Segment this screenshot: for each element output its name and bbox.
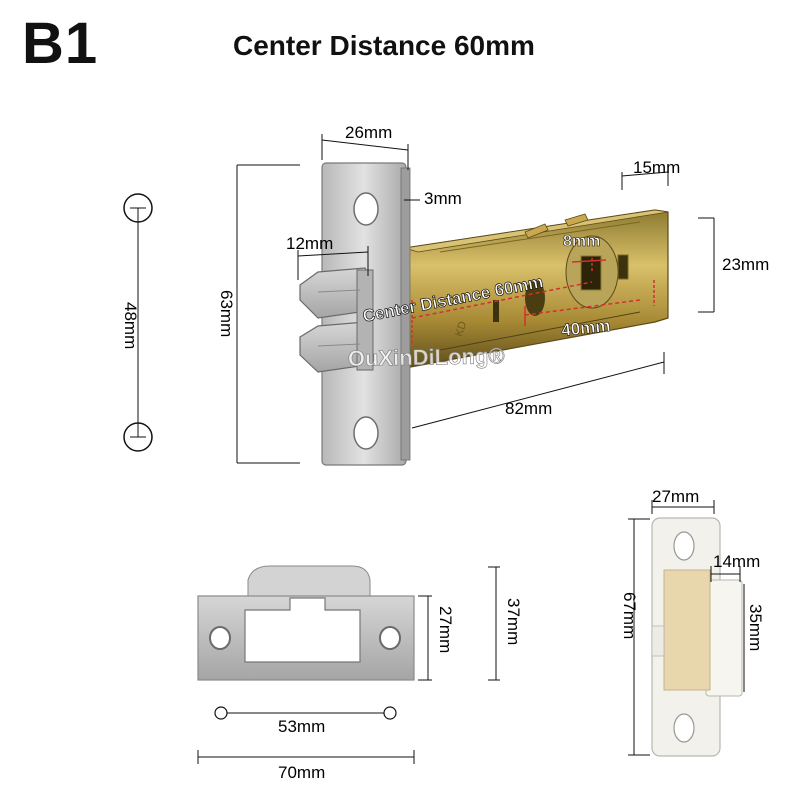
strike-box-bottom-hole xyxy=(673,713,695,743)
strike-plate-width-dimensions: 53mm 70mm xyxy=(197,706,415,782)
spindle-hole xyxy=(565,235,619,309)
dim-strike-length: 70mm xyxy=(278,763,325,782)
strike-box-dimensions: 27mm 67mm 14mm 35mm xyxy=(620,487,765,756)
dim-strike-box-height: 67mm xyxy=(620,592,639,639)
strike-plate-right-hole xyxy=(379,626,401,650)
strike-plate-left-hole xyxy=(209,626,231,650)
body-length-dimension: 82mm xyxy=(411,352,665,429)
latch-body: KD xyxy=(404,209,669,369)
dim-plate-thickness: 3mm xyxy=(424,189,462,208)
dim-strike-box-body-height: 35mm xyxy=(746,604,765,651)
latch-width-dimension: 12mm xyxy=(286,234,369,280)
strike-plate xyxy=(197,565,415,681)
strike-box xyxy=(651,517,743,757)
plate-width-dimension: 26mm xyxy=(321,123,409,170)
latch-tongue xyxy=(299,267,374,373)
dim-40: 40mm xyxy=(560,316,611,340)
model-code: B1 xyxy=(22,11,99,76)
dim-strike-outer-height: 37mm xyxy=(504,598,523,645)
body-height-dimension: 23mm xyxy=(698,217,769,313)
dim-latch: 12mm xyxy=(286,234,333,253)
dim-strike-box-depth: 14mm xyxy=(713,552,760,571)
dim-strike-inner-height: 27mm xyxy=(436,606,455,653)
dim-tail: 15mm xyxy=(633,158,680,177)
dim-plate-width: 26mm xyxy=(345,123,392,142)
hole-spacing-reference: 48mm xyxy=(121,193,153,452)
brand-stamp: KD xyxy=(453,320,469,338)
center-distance-markers xyxy=(411,258,655,345)
faceplate-top-hole xyxy=(353,192,379,226)
dim-body-height: 23mm xyxy=(722,255,769,274)
dim-strike-hole-spacing: 53mm xyxy=(278,717,325,736)
strike-plate-height-dimensions: 27mm 37mm xyxy=(418,566,523,681)
strike-box-top-hole xyxy=(673,531,695,561)
watermark: OuXinDiLong® xyxy=(348,343,505,371)
dim-hole-spacing: 48mm xyxy=(121,302,140,349)
dim-square-hole: 8mm xyxy=(563,233,600,250)
plate-thickness-dimension: 3mm xyxy=(404,189,462,208)
dim-plate-height: 63mm xyxy=(217,290,236,337)
dim-length: 82mm xyxy=(505,399,552,418)
faceplate-bottom-hole xyxy=(353,416,379,450)
dim-strike-box-width: 27mm xyxy=(652,487,699,506)
plate-height-dimension: 63mm xyxy=(217,164,300,464)
diagram-title: Center Distance 60mm xyxy=(233,30,535,61)
tail-dimension: 15mm xyxy=(621,158,680,190)
